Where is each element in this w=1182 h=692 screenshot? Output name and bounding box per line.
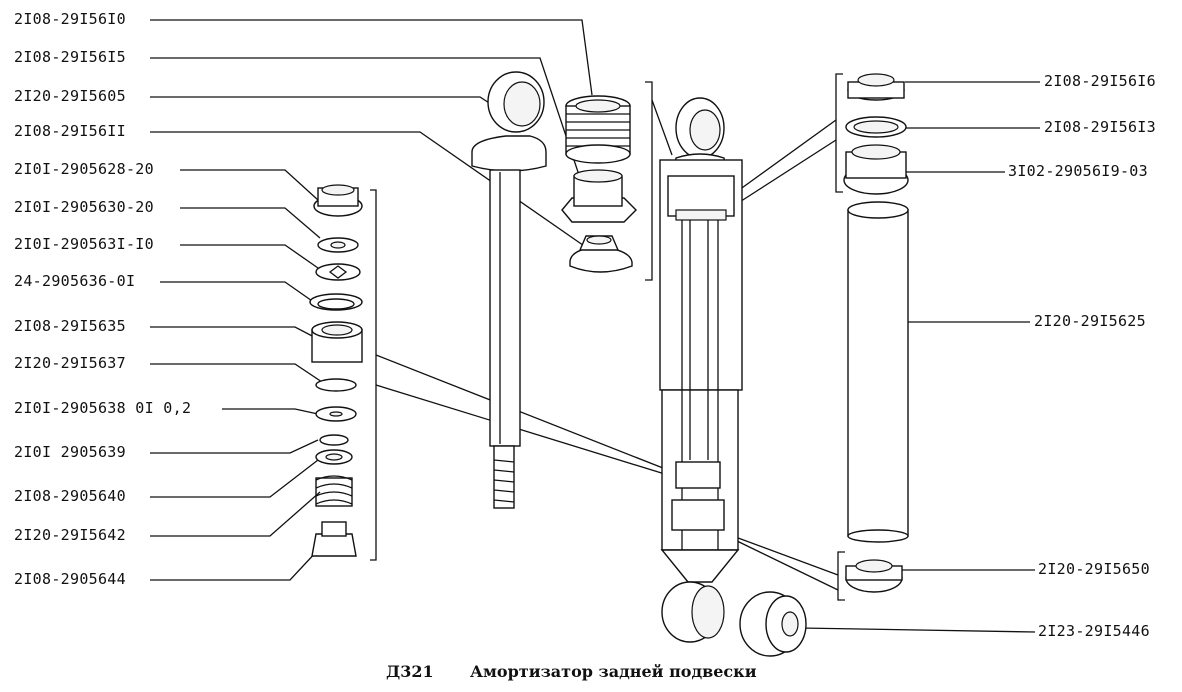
part-label-2101-2905630-20: 2I0I-2905630-20: [14, 198, 154, 216]
part-label-2108-2915615: 2I08-29I56I5: [14, 48, 126, 66]
top-parts: [561, 95, 637, 273]
leader-lines-left: [150, 19, 673, 581]
shock-body: [659, 97, 743, 643]
part-label-2108-2915610: 2I08-29I56I0: [14, 10, 126, 28]
valve-parts-column: [309, 184, 363, 557]
piston-rod-assembly: [471, 71, 547, 509]
leader-lines-right: [727, 73, 1040, 633]
part-label-2101-2905639: 2I0I 2905639: [14, 443, 126, 461]
part-label-2101-2905628-20: 2I0I-2905628-20: [14, 160, 154, 178]
part-label-2101-2905631-10: 2I0I-290563I-I0: [14, 235, 154, 253]
part-label-2108-2915616: 2I08-29I56I6: [1044, 72, 1156, 90]
part-label-2120-2915625: 2I20-29I5625: [1034, 312, 1146, 330]
part-label-2120-2915605: 2I20-29I5605: [14, 87, 126, 105]
part-label-2108-2915613: 2I08-29I56I3: [1044, 118, 1156, 136]
part-label-3102-2905619-03: 3I02-29056I9-03: [1008, 162, 1148, 180]
right-parts: [739, 73, 909, 657]
part-label-2101-2905638: 2I0I-2905638 0I 0,2: [14, 399, 192, 417]
part-label-2120-2915650: 2I20-29I5650: [1038, 560, 1150, 578]
part-label-24-2905636-01: 24-2905636-0I: [14, 272, 136, 290]
part-label-2108-2905640: 2I08-2905640: [14, 487, 126, 505]
part-label-2120-2915637: 2I20-29I5637: [14, 354, 126, 372]
part-label-2123-2915446: 2I23-29I5446: [1038, 622, 1150, 640]
part-label-2108-2915611: 2I08-29I56II: [14, 122, 126, 140]
part-label-2120-2915642: 2I20-29I5642: [14, 526, 126, 544]
part-label-2108-2905644: 2I08-2905644: [14, 570, 126, 588]
part-label-2108-2915635: 2I08-29I5635: [14, 317, 126, 335]
figure-title: Амортизатор задней подвески: [470, 662, 757, 681]
figure-code: Д321: [386, 662, 434, 681]
